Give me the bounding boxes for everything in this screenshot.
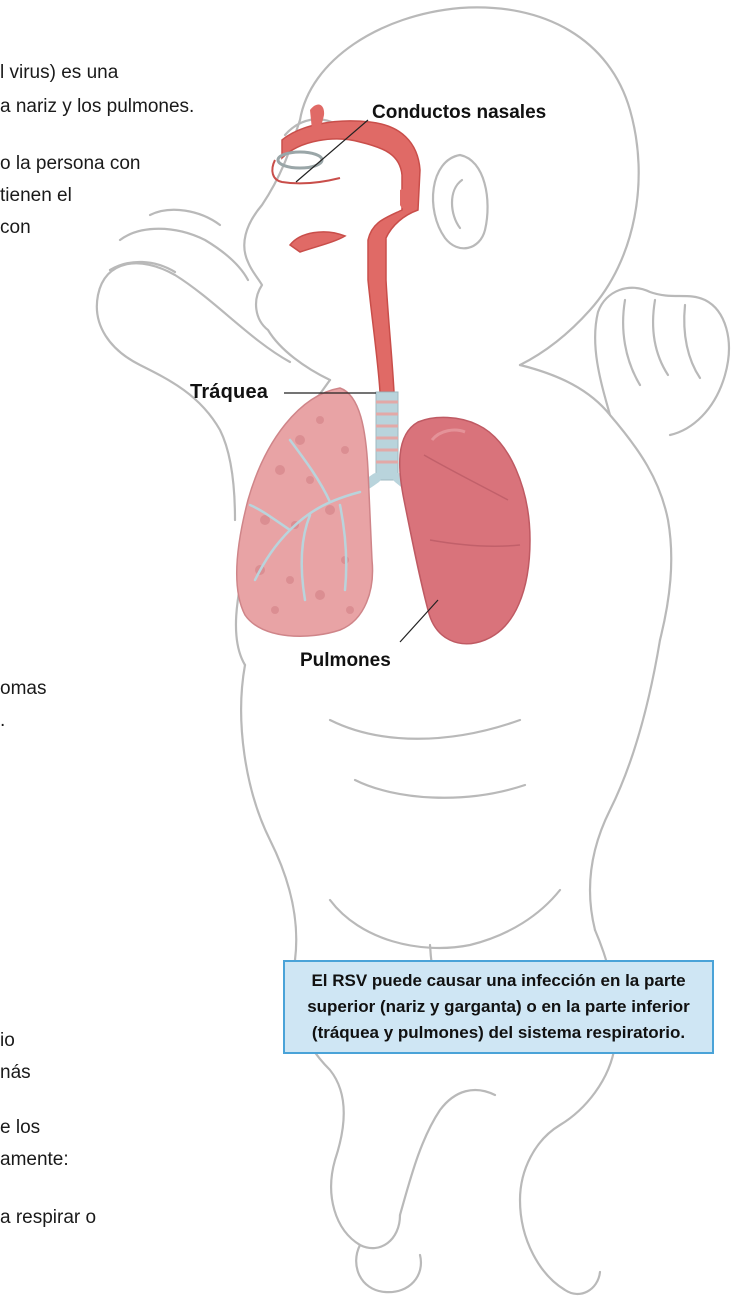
text-line-10: e los [0,1117,40,1140]
callout-line-3: (tráquea y pulmones) del sistema respira… [307,1020,690,1046]
text-line-3: o la persona con [0,153,141,176]
right-lung [400,417,530,643]
airway [272,105,420,392]
text-line-8: io [0,1030,15,1053]
label-trachea: Tráquea [190,381,268,404]
left-lung [237,388,373,636]
text-line-1: l virus) es una [0,62,118,85]
text-line-12: a respirar o [0,1207,96,1230]
text-line-4: tienen el [0,185,72,208]
callout-box: El RSV puede causar una infección en la … [283,960,714,1054]
text-line-6: omas [0,678,46,701]
callout-line-1: El RSV puede causar una infección en la … [307,968,690,994]
text-line-11: amente: [0,1149,69,1172]
text-line-7: . [0,710,5,733]
label-nasal-passages: Conductos nasales [372,102,546,124]
text-line-5: con [0,217,31,240]
callout-line-2: superior (nariz y garganta) o en la part… [307,994,690,1020]
text-line-9: nás [0,1062,31,1085]
text-line-2: a nariz y los pulmones. [0,96,194,119]
label-lungs: Pulmones [300,650,391,672]
